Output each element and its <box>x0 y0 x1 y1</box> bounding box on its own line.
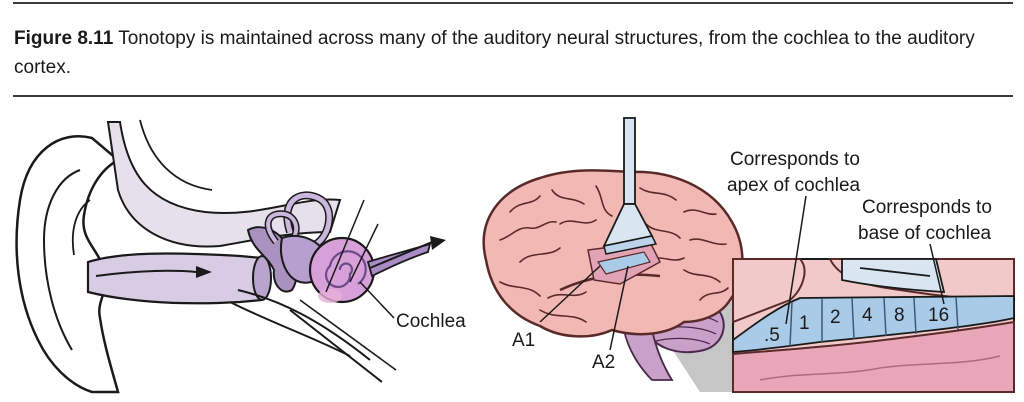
band-label-4: 8 <box>894 305 905 326</box>
temporal-bone <box>106 121 342 248</box>
a1-label: A1 <box>512 330 535 351</box>
semicircular-canals <box>264 191 334 248</box>
ear-illustration <box>15 119 446 394</box>
band-label-3: 4 <box>862 305 873 326</box>
top-rule <box>13 2 1013 4</box>
brain-illustration <box>482 117 744 392</box>
cochlea-shape <box>308 236 376 304</box>
figure-number: Figure 8.11 <box>14 28 114 49</box>
apex-label-line1: Corresponds to <box>730 149 860 170</box>
tonotopic-strip <box>732 295 1015 353</box>
base-label-line2: base of cochlea <box>858 223 992 244</box>
figure-caption: Figure 8.11 Tonotopy is maintained acros… <box>14 24 1014 82</box>
band-label-2: 2 <box>830 307 841 328</box>
cochlea-label: Cochlea <box>396 311 466 332</box>
caption-text: Tonotopy is maintained across many of th… <box>14 28 975 78</box>
a2-label: A2 <box>592 352 615 373</box>
band-label-1: 1 <box>799 313 810 334</box>
band-label-5: 16 <box>928 305 949 326</box>
base-label-line1: Corresponds to <box>862 197 992 218</box>
ear-canal <box>86 252 271 305</box>
auditory-nerve <box>366 242 432 278</box>
tonotopic-inset <box>732 195 1015 393</box>
retractor-probe <box>602 117 658 255</box>
apex-label-line2: apex of cochlea <box>727 175 861 196</box>
band-label-0: .5 <box>764 325 780 346</box>
caption-rule <box>13 95 1013 97</box>
pinna <box>15 135 121 394</box>
